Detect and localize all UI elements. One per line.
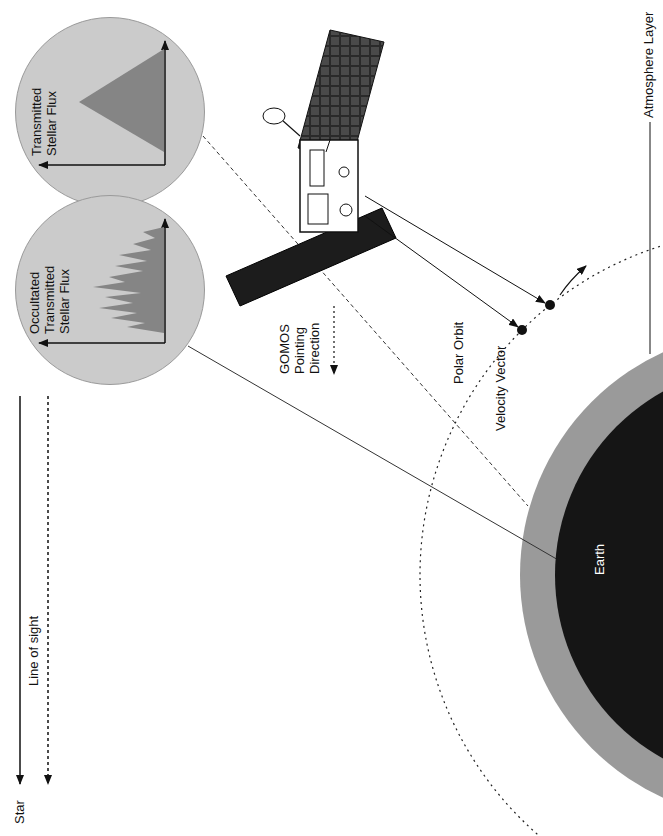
atmosphere-label: Atmosphere Layer bbox=[642, 12, 657, 118]
orbit-position bbox=[517, 325, 527, 335]
velocity-label: Velocity Vector bbox=[494, 346, 509, 431]
line-of-sight-label: Line of sight bbox=[27, 616, 42, 686]
star-label: Star bbox=[13, 800, 28, 824]
inset-leaders bbox=[188, 136, 560, 561]
node-label: Earth bbox=[593, 544, 608, 575]
pointing-label: GOMOS Pointing Direction bbox=[278, 310, 323, 374]
orbit-label: Polar Orbit bbox=[452, 322, 467, 384]
node-label: Transmitted Stellar Flux bbox=[30, 80, 60, 156]
leader-line bbox=[650, 122, 651, 354]
orbit-position bbox=[545, 300, 555, 310]
satellite bbox=[226, 30, 396, 306]
atmosphere-layer bbox=[520, 330, 663, 820]
satellite-to-orbit-arrows bbox=[365, 196, 545, 327]
lines-of-sight bbox=[20, 396, 48, 784]
antenna-dish bbox=[263, 108, 285, 124]
node-label: Occultated Transmitted Stellar Flux bbox=[28, 258, 73, 334]
flux-inset: Transmitted Stellar Flux bbox=[15, 17, 205, 207]
satellite-body bbox=[300, 140, 358, 232]
polar-orbit bbox=[420, 230, 663, 836]
flux-inset: Occultated Transmitted Stellar Flux bbox=[15, 195, 205, 385]
velocity-arrow bbox=[560, 266, 586, 295]
gomos-pointing-arrow bbox=[334, 306, 335, 374]
